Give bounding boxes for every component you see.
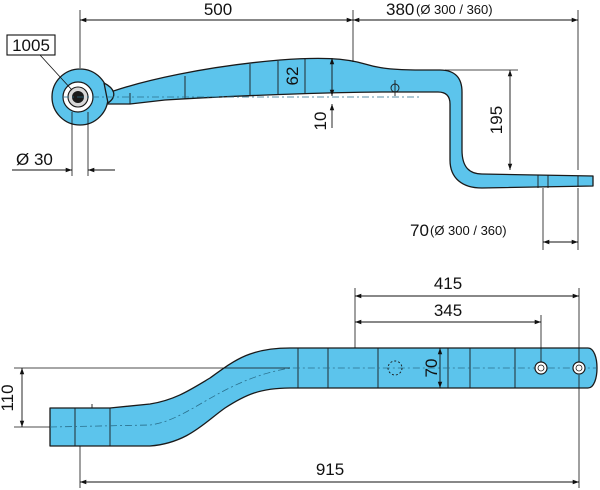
dim-overall-length: 915 bbox=[316, 460, 344, 479]
dim-outer-hole-distance: 415 bbox=[434, 274, 462, 293]
dim-eye-offset: 10 bbox=[311, 112, 330, 131]
dim-drop-height: 195 bbox=[487, 106, 506, 134]
dim-axle-to-end: 380 bbox=[386, 0, 414, 19]
dim-end-length-note: (Ø 300 / 360) bbox=[430, 223, 507, 238]
top-view: 415 345 70 110 915 bbox=[0, 274, 598, 488]
dim-eye-diameter: Ø 30 bbox=[16, 150, 53, 169]
part-number-box bbox=[6, 34, 56, 56]
part-number: 1005 bbox=[12, 36, 50, 55]
dim-leaf-height: 62 bbox=[283, 67, 302, 86]
dim-end-length: 70 bbox=[410, 221, 429, 240]
spring-arm-top bbox=[49, 347, 598, 447]
spring-arm-side bbox=[99, 57, 594, 189]
dim-offset-width: 110 bbox=[0, 384, 17, 411]
dim-length-to-axle: 500 bbox=[204, 0, 232, 19]
dim-axle-to-end-note: (Ø 300 / 360) bbox=[416, 2, 493, 17]
side-view: 1005 500 380 (Ø 300 / 360) 62 10 195 Ø 3… bbox=[6, 0, 594, 250]
dim-inner-hole-distance: 345 bbox=[434, 301, 462, 320]
dim-leaf-width: 70 bbox=[422, 359, 441, 378]
